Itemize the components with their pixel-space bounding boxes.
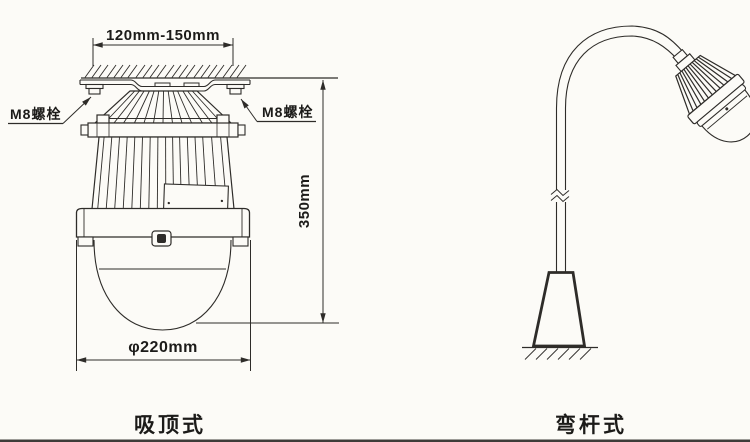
mounting-bolt-right xyxy=(226,83,245,95)
ceiling-mount-diagram: 120mm-150mm xyxy=(8,27,339,437)
lamp-collar-band xyxy=(80,114,246,138)
ground-hatch-icon xyxy=(524,348,592,360)
diameter-dimension: φ220mm xyxy=(76,240,251,371)
width-dimension: 120mm-150mm xyxy=(92,27,234,66)
nameplate xyxy=(163,183,229,212)
bent-pole-icon xyxy=(550,25,685,272)
mounting-bolt-left xyxy=(85,83,104,95)
diameter-dimension-label: φ220mm xyxy=(128,339,198,356)
m8-bolt-label-right: M8螺栓 xyxy=(262,104,313,120)
m8-bolt-label-left: M8螺栓 xyxy=(10,106,61,122)
height-dimension-label: 350mm xyxy=(296,174,313,228)
height-dimension: 350mm xyxy=(196,80,339,324)
m8-bolt-callout-left: M8螺栓 xyxy=(8,96,92,125)
bent-pole-caption: 弯杆式 xyxy=(555,413,627,437)
ceiling-hatch-icon xyxy=(84,64,247,78)
mounting-plate xyxy=(79,79,251,92)
lamp-top-heatsink-icon xyxy=(93,90,233,124)
bent-pole-diagram: 弯杆式 xyxy=(522,25,750,437)
ceiling-mount-caption: 吸顶式 xyxy=(134,414,206,437)
pole-lamp-head-icon xyxy=(672,48,750,143)
width-dimension-label: 120mm-150mm xyxy=(106,27,220,44)
m8-bolt-callout-right: M8螺栓 xyxy=(240,98,316,123)
pole-break-icon xyxy=(550,188,571,203)
lamp-flange xyxy=(75,207,251,247)
lamp-glass-dome-icon xyxy=(93,239,232,331)
pole-base xyxy=(522,271,598,360)
scan-border-strip xyxy=(0,439,750,442)
lamp-body-heatsink-icon xyxy=(91,136,235,212)
